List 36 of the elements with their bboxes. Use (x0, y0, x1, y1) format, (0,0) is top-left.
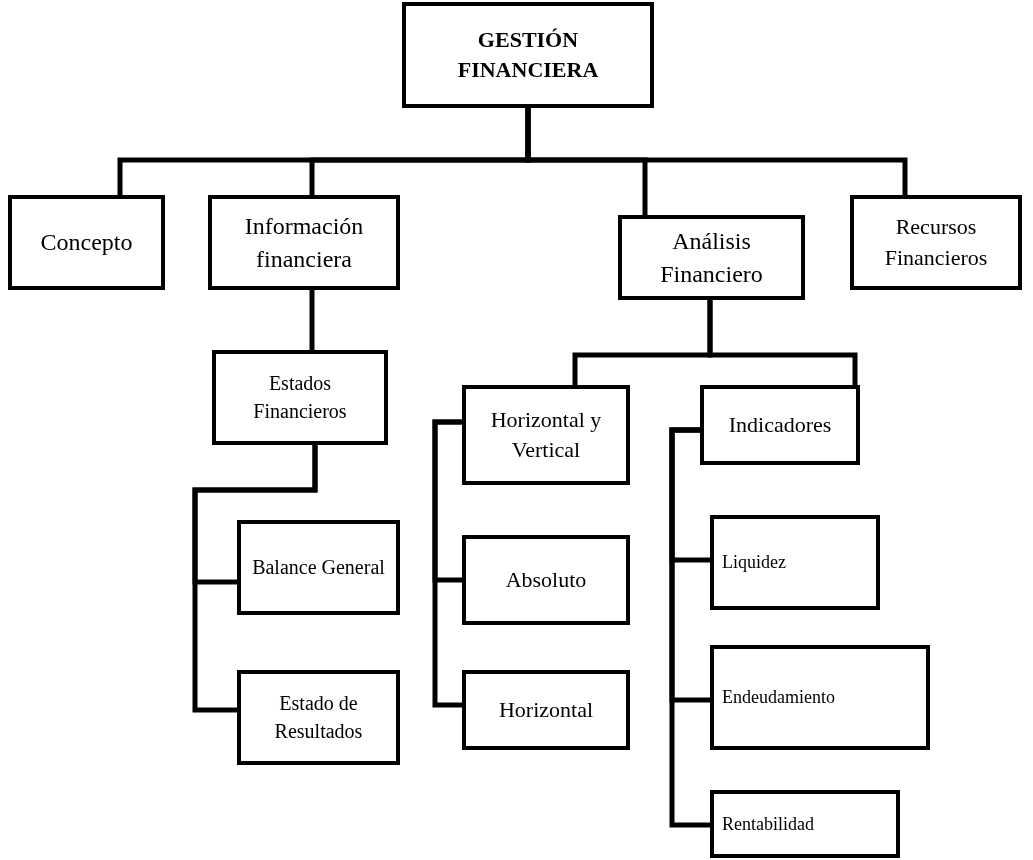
connector-line (192, 445, 318, 713)
text-box (710, 645, 930, 750)
text-box (8, 195, 165, 290)
box-label: Concepto (40, 228, 133, 257)
connector-line (525, 108, 908, 195)
box-label: Endeudamiento (722, 686, 835, 710)
box-label: Horizontal (498, 695, 594, 724)
box-label: Recursos Financieros (883, 213, 989, 272)
box-label: Análisis Financiero (659, 226, 764, 289)
text-box (850, 195, 1022, 290)
text-box (710, 515, 880, 610)
text-box (208, 195, 400, 290)
text-box (237, 520, 400, 615)
connector-line (707, 300, 858, 385)
box-label: GESTIÓN FINANCIERA (456, 25, 600, 84)
text-box (402, 2, 654, 108)
connector-line (432, 419, 462, 708)
text-box (462, 535, 630, 625)
box-label: Horizontal y Vertical (489, 405, 603, 464)
connector-line (309, 290, 315, 350)
box-label: Absoluto (505, 565, 587, 594)
box-label: Estados Financieros (252, 371, 348, 424)
box-label: Balance General (252, 554, 385, 580)
text-box (618, 215, 805, 300)
box-label: Rentabilidad (722, 812, 814, 836)
text-box (212, 350, 388, 445)
text-box (710, 790, 900, 858)
box-label: Indicadores (728, 410, 832, 439)
text-box (237, 670, 400, 765)
box-label: Estado de Resultados (273, 691, 364, 744)
connector-line (669, 427, 710, 828)
box-label: Liquidez (722, 551, 786, 575)
text-box (462, 385, 630, 485)
text-box (700, 385, 860, 465)
box-label: Información financiera (243, 211, 365, 274)
text-box (462, 670, 630, 750)
